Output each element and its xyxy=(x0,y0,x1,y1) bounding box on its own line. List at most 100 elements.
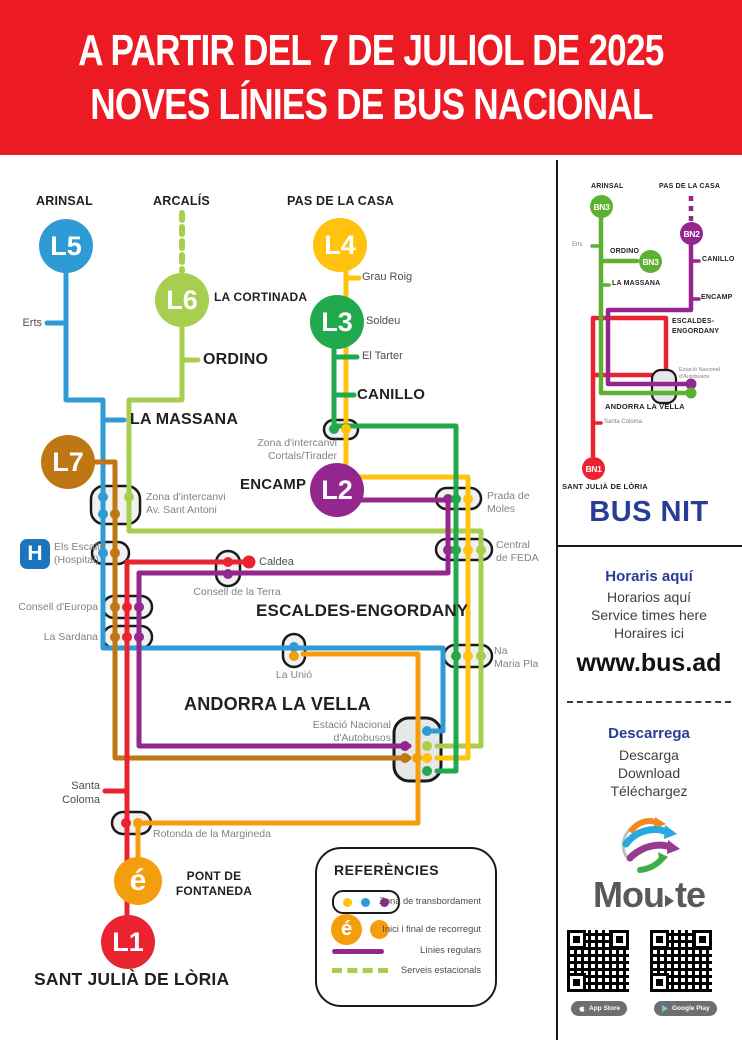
bn-town-la-massana: LA MASSANA xyxy=(612,280,661,287)
town-sant-julia: SANT JULIÀ DE LÒRIA xyxy=(34,969,230,989)
header-banner: A PARTIR DEL 7 DE JULIOL DE 2025 NOVES L… xyxy=(0,0,742,155)
zone-els-escalls: Els Escalls (Hospital) xyxy=(54,541,105,566)
qr-code-googleplay[interactable] xyxy=(650,930,712,992)
hospital-icon: H xyxy=(20,539,50,569)
town-arcalis: ARCALÍS xyxy=(153,194,210,208)
line-l1 xyxy=(124,559,245,945)
line-l3 xyxy=(331,319,459,774)
bn-town-pas: PAS DE LA CASA xyxy=(659,183,721,190)
legend-dot-purple xyxy=(380,897,390,907)
town-ordino: ORDINO xyxy=(203,351,269,368)
legend-label-seasonal: Serveis estacionals xyxy=(400,965,481,975)
bn-town-arinsal: ARINSAL xyxy=(591,183,624,190)
bn2-badge: BN2 xyxy=(680,222,703,245)
vertical-divider xyxy=(556,160,558,1040)
line-l5 xyxy=(63,243,446,734)
zone-la-unio: La Unió xyxy=(275,669,313,681)
stop-erts: Erts xyxy=(22,317,42,329)
legend-title: REFERÈNCIES xyxy=(334,862,440,878)
bn3-badge-arinsal: BN3 xyxy=(590,195,613,218)
download-line-en: Download xyxy=(617,765,681,781)
zone-consell-europa: Consell d'Europa xyxy=(18,601,98,613)
zone-consell-terra: Consell de la Terra xyxy=(193,586,281,598)
zone-rotonda-margineda: Rotonda de la Margineda xyxy=(153,828,271,840)
moute-swirl-icon xyxy=(621,817,680,873)
legend-transfer-pill xyxy=(332,890,400,914)
bn-town-escaldes: ESCALDES- ENGORDANY xyxy=(672,318,720,335)
stop-soldeu: Soldeu xyxy=(366,315,401,327)
town-andorra-la-vella: ANDORRA LA VELLA xyxy=(184,694,371,714)
zone-la-sardana: La Sardana xyxy=(43,631,98,643)
download-line-fr: Téléchargez xyxy=(610,783,688,799)
bn3-badge-ordino: BN3 xyxy=(639,250,662,273)
zone-na-maria-pla: Na Maria Pla xyxy=(494,645,539,670)
legend-dot-blue xyxy=(361,897,371,907)
header-line-1: A PARTIR DEL 7 DE JULIOL DE 2025 xyxy=(78,25,664,75)
legend-dot-yellow xyxy=(342,897,352,907)
l2-badge: L2 xyxy=(310,463,364,517)
play-icon xyxy=(662,1004,668,1013)
l5-badge: L5 xyxy=(39,219,93,273)
legend-regular-line xyxy=(332,949,384,954)
zone-central-feda: Central de FEDA xyxy=(496,539,539,564)
town-encamp: ENCAMP xyxy=(240,476,307,493)
town-la-massana: LA MASSANA xyxy=(130,411,239,428)
town-canillo: CANILLO xyxy=(357,386,426,403)
e-badge: é xyxy=(114,857,162,905)
dashed-divider xyxy=(567,701,731,703)
busnit-title: BUS NIT xyxy=(589,496,709,528)
stop-santa-coloma: Santa Coloma xyxy=(62,780,100,806)
legend-box: REFERÈNCIES Zona de transbordament é Ini… xyxy=(315,847,497,1007)
line-bn3 xyxy=(598,217,688,396)
stop-grau-roig: Grau Roig xyxy=(362,271,413,283)
zone-sant-antoni: Zona d'intercanvi Av. Sant Antoni xyxy=(146,491,226,516)
line-l6 xyxy=(126,297,484,749)
moute-arrow-icon xyxy=(664,895,674,907)
googleplay-badge[interactable]: Google Play xyxy=(654,1001,717,1016)
schedule-line-fr: Horaires ici xyxy=(613,625,684,641)
l6-badge: L6 xyxy=(155,273,209,327)
schedule-line-es: Horarios aquí xyxy=(606,589,692,605)
town-pont-de-fontaneda: PONT DE FONTANEDA xyxy=(175,869,253,898)
download-line-es: Descarga xyxy=(619,747,679,763)
apple-icon xyxy=(579,1005,585,1012)
stop-el-tarter: El Tarter xyxy=(362,350,403,362)
town-escaldes: ESCALDES-ENGORDANY xyxy=(256,601,469,620)
bn-town-encamp: ENCAMP xyxy=(701,294,733,301)
town-pas-de-la-casa: PAS DE LA CASA xyxy=(287,194,394,208)
line-bn1 xyxy=(590,315,669,457)
download-title: Descarrega xyxy=(608,725,690,742)
appstore-badge[interactable]: App Store xyxy=(571,1001,628,1016)
bn-town-ordino: ORDINO xyxy=(610,248,640,255)
interchange-dots xyxy=(98,424,486,828)
legend-e-badge: é xyxy=(331,914,362,945)
horizontal-divider xyxy=(556,545,742,547)
qr-code-appstore[interactable] xyxy=(567,930,629,992)
bn-town-canillo: CANILLO xyxy=(702,256,735,263)
l3-badge: L3 xyxy=(310,295,364,349)
schedule-line-en: Service times here xyxy=(591,607,707,623)
zone-prada-de-moles: Prada de Moles xyxy=(487,490,530,515)
bn-stop-erts: Erts xyxy=(572,242,583,248)
l7-badge: L7 xyxy=(41,435,95,489)
zone-cortals: Zona d'intercanvi Cortals/Tirader xyxy=(257,437,337,462)
bn-town-sant-julia: SANT JULIÀ DE LÒRIA xyxy=(562,482,648,491)
bn1-badge: BN1 xyxy=(582,457,605,480)
legend-seasonal-line xyxy=(332,968,388,973)
header-line-2: NOVES LÍNIES DE BUS NACIONAL xyxy=(89,79,653,129)
schedule-title: Horaris aquí xyxy=(605,568,693,585)
bn-zone-estacio: Estació Nacional d'Autobusos xyxy=(679,367,720,380)
legend-label-terminus: Inici i final de recorregut xyxy=(382,924,481,934)
legend-label-regular: Línies regulars xyxy=(420,945,481,955)
town-la-cortinada: LA CORTINADA xyxy=(214,290,308,304)
legend-label-transfer: Zona de transbordament xyxy=(379,896,481,906)
busnit-mini-map xyxy=(590,196,701,457)
bn-town-andorra: ANDORRA LA VELLA xyxy=(605,402,685,411)
line-bn2 xyxy=(605,244,694,387)
l1-badge: L1 xyxy=(101,915,155,969)
website-url[interactable]: www.bus.ad xyxy=(576,649,722,677)
legend-terminus-dot xyxy=(370,920,389,939)
l4-badge: L4 xyxy=(313,218,367,272)
